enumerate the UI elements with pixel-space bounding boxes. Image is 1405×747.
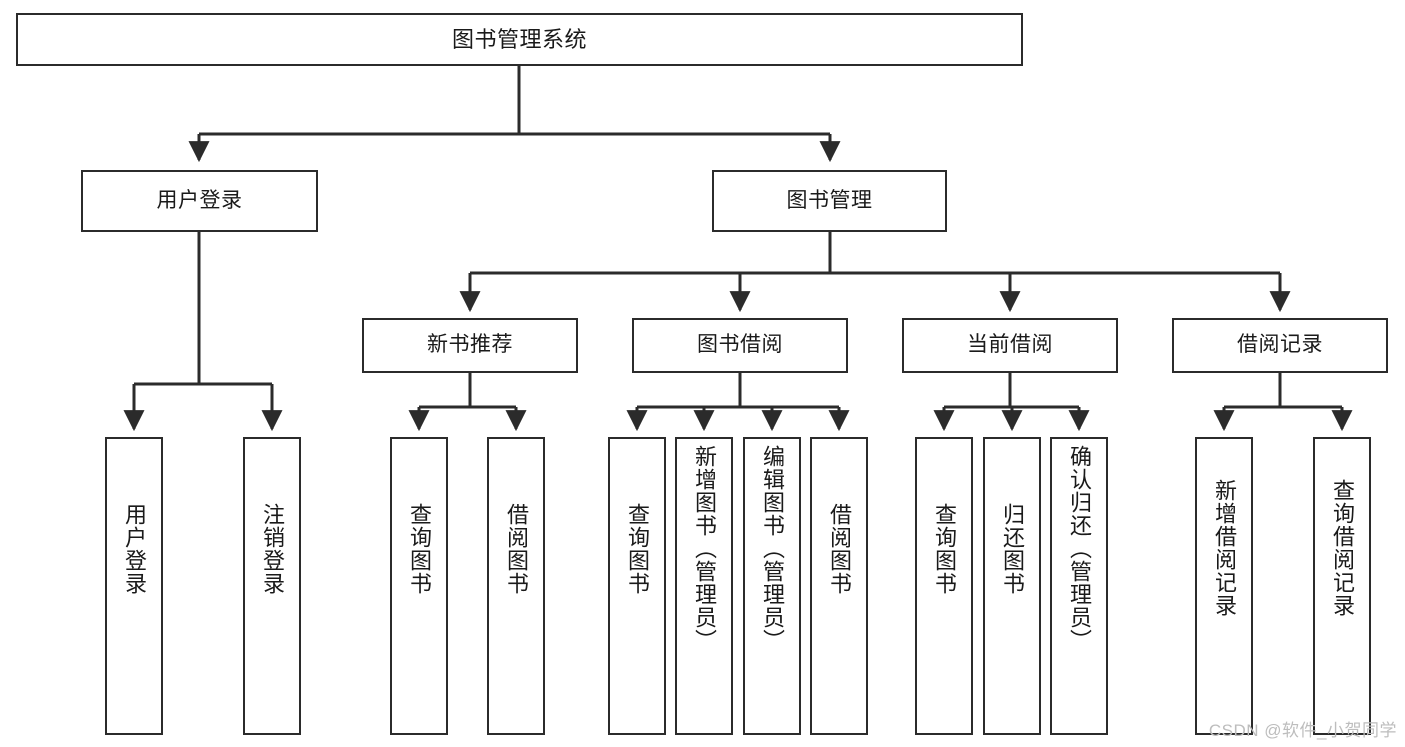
node-root[interactable]: 图书管理系统 <box>16 13 1023 66</box>
node-book-manage[interactable]: 图书管理 <box>712 170 947 232</box>
node-leaf-query-book-3-label: 查询图书 <box>932 503 957 595</box>
node-leaf-confirm-return-label: 确认归还（管理员） <box>1067 445 1092 652</box>
node-leaf-return-book[interactable]: 归还图书 <box>983 437 1041 735</box>
node-leaf-edit-book[interactable]: 编辑图书（管理员） <box>743 437 801 735</box>
node-book-borrow[interactable]: 图书借阅 <box>632 318 848 373</box>
node-leaf-return-book-label: 归还图书 <box>1000 503 1025 595</box>
node-leaf-add-book-label: 新增图书（管理员） <box>692 445 717 652</box>
node-leaf-query-book-1[interactable]: 查询图书 <box>390 437 448 735</box>
node-leaf-query-book-2-label: 查询图书 <box>625 503 650 595</box>
node-new-book-recommend[interactable]: 新书推荐 <box>362 318 578 373</box>
node-borrow-record-label: 借阅记录 <box>1237 333 1323 357</box>
node-leaf-user-login-label: 用户登录 <box>122 503 147 595</box>
node-borrow-record[interactable]: 借阅记录 <box>1172 318 1388 373</box>
node-current-borrow-label: 当前借阅 <box>967 333 1053 357</box>
node-user-login-label: 用户登录 <box>156 188 243 212</box>
node-root-label: 图书管理系统 <box>451 26 587 52</box>
node-leaf-borrow-book-2[interactable]: 借阅图书 <box>810 437 868 735</box>
node-leaf-query-book-2[interactable]: 查询图书 <box>608 437 666 735</box>
node-leaf-query-borrow-record[interactable]: 查询借阅记录 <box>1313 437 1371 735</box>
node-user-login[interactable]: 用户登录 <box>81 170 318 232</box>
node-leaf-borrow-book-1-label: 借阅图书 <box>504 503 529 595</box>
node-leaf-user-login[interactable]: 用户登录 <box>105 437 163 735</box>
node-book-borrow-label: 图书借阅 <box>697 333 783 357</box>
node-leaf-query-book-3[interactable]: 查询图书 <box>915 437 973 735</box>
node-leaf-add-borrow-record[interactable]: 新增借阅记录 <box>1195 437 1253 735</box>
node-book-manage-label: 图书管理 <box>786 188 873 212</box>
watermark-text: CSDN @软件_小贺同学 <box>1208 721 1397 740</box>
node-leaf-confirm-return[interactable]: 确认归还（管理员） <box>1050 437 1108 735</box>
node-leaf-borrow-book-1[interactable]: 借阅图书 <box>487 437 545 735</box>
node-leaf-add-book[interactable]: 新增图书（管理员） <box>675 437 733 735</box>
node-leaf-add-borrow-record-label: 新增借阅记录 <box>1212 479 1237 617</box>
node-leaf-query-book-1-label: 查询图书 <box>407 503 432 595</box>
node-new-book-recommend-label: 新书推荐 <box>427 333 513 357</box>
node-leaf-logout-login-label: 注销登录 <box>260 503 285 595</box>
node-leaf-query-borrow-record-label: 查询借阅记录 <box>1330 479 1355 617</box>
node-current-borrow[interactable]: 当前借阅 <box>902 318 1118 373</box>
node-leaf-borrow-book-2-label: 借阅图书 <box>827 503 852 595</box>
node-leaf-edit-book-label: 编辑图书（管理员） <box>760 445 785 652</box>
node-leaf-logout-login[interactable]: 注销登录 <box>243 437 301 735</box>
